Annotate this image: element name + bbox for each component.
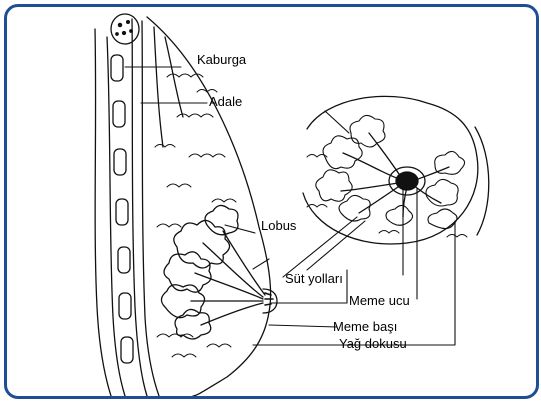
label-milk-ducts: Süt yolları (285, 272, 343, 286)
front-view-breast (303, 96, 489, 244)
ducts-front (341, 133, 449, 217)
label-rib: Kaburga (197, 53, 246, 67)
nipple-front (389, 167, 425, 195)
side-view-cross-section (95, 14, 277, 396)
areola-leader-side (269, 325, 337, 327)
lobe-leader (225, 225, 255, 233)
label-nipple: Meme ucu (349, 294, 410, 308)
label-lobe: Lobus (261, 219, 296, 233)
fat-tissue-texture (155, 74, 236, 357)
side-bracket-leader (253, 259, 269, 269)
breast-anatomy-figure: Kaburga Adale Lobus Süt yolları Meme ucu… (4, 4, 539, 399)
label-areola: Meme başı (333, 320, 397, 334)
front-top-leader (325, 111, 349, 133)
lobules-side (161, 205, 265, 339)
rib-top-oval (111, 14, 139, 44)
muscle-layer (132, 19, 183, 396)
milk-ducts-leader-b (307, 221, 365, 270)
ribs-column (111, 55, 133, 363)
label-fat-tissue: Yağ dokusu (339, 337, 407, 351)
label-muscle: Adale (209, 95, 242, 109)
breast-contour (147, 17, 271, 396)
lobules-front (316, 115, 465, 228)
